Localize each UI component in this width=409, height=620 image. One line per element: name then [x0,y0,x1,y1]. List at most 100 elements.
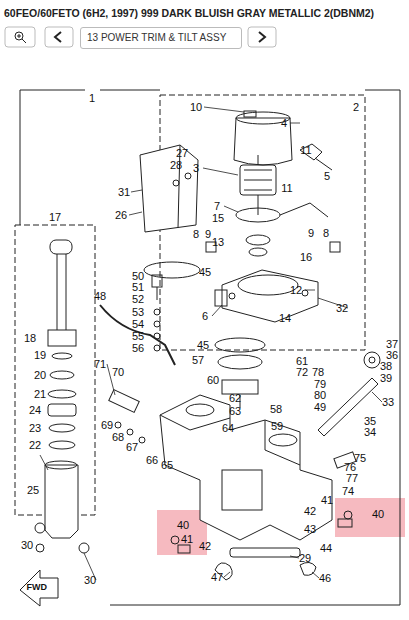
callout-number: 14 [279,313,291,324]
callout-number: 58 [270,404,282,415]
callout-number: 71 [94,359,106,370]
page-title: 60FEO/60FETO (6H2, 1997) 999 DARK BLUISH… [4,7,374,19]
callout-number: 39 [380,373,392,384]
callout-number: 17 [49,212,61,223]
callout-number: 11 [281,183,292,194]
callout-number: 42 [199,541,211,552]
manifold-body [160,395,332,540]
callout-number: 45 [199,267,211,278]
zoom-button [5,27,35,47]
callout-number: 41 [321,495,333,506]
callout-number: 46 [319,573,331,584]
callout-number: 64 [222,423,234,434]
highlight [335,498,405,537]
frame [20,90,85,100]
callout-number: 23 [29,423,41,434]
callout-number: 41 [181,534,193,545]
callout-number: 29 [299,553,311,564]
callout-number: 79 [314,379,326,390]
callout-number: 24 [29,405,41,416]
callout-number: 62 [229,393,241,404]
callout-number: 30 [84,575,96,586]
callout-number: 26 [115,210,127,221]
callout-number: 77 [346,473,358,484]
callout-number: 32 [336,303,348,314]
callout-number: 2 [353,102,359,113]
zoom-icon [15,32,23,40]
callout-number: 12 [290,285,302,296]
callout-number: 27 [176,148,188,159]
callout-number: 66 [146,455,158,466]
callout-number: 76 [344,462,356,473]
callout-number: 42 [304,506,316,517]
callout-number: 4 [281,118,287,129]
callout-number: 8 [193,229,199,240]
callout-number: 63 [229,406,241,417]
callout-number: 37 [386,339,398,350]
callout-number: 18 [24,333,36,344]
callout-number: 50 [132,271,144,282]
callout-number: 55 [132,331,144,342]
callout-number: 3 [193,163,199,174]
callout-number: 38 [380,361,392,372]
callout-number: 48 [94,291,106,302]
tilt-shaft [230,548,300,557]
callout-number: 9 [308,228,314,239]
callout-number: 1 [89,93,95,104]
callout-number: 22 [29,440,41,451]
callout-number: 67 [126,442,138,453]
callout-number: 60 [207,375,219,386]
callout-number: 10 [190,102,202,113]
callout-number: 69 [101,420,113,431]
callout-number: 36 [386,350,398,361]
callout-number: 47 [211,572,223,583]
callout-number: 28 [170,160,182,171]
callout-number: 16 [300,252,312,263]
motor [234,118,292,165]
callout-number: 68 [112,432,124,443]
pump-body [222,270,318,322]
pipe [100,305,175,365]
direction-label: FWD [26,583,47,592]
trim-cylinder [45,465,78,538]
callout-number: 72 [296,367,308,378]
callout-number: 59 [271,421,283,432]
callout-number: 51 [132,282,144,293]
callout-number: 61 [296,356,308,367]
fwd-arrow [20,570,58,606]
callout-number: 54 [132,319,144,330]
callout-number: 21 [34,389,46,400]
callout-number: 45 [197,340,209,351]
callout-number: 5 [324,171,330,182]
callout-number: 13 [212,237,224,248]
callout-number: 53 [132,307,144,318]
callout-number: 20 [34,370,46,381]
leader-lines [40,107,382,580]
callout-number: 40 [372,509,384,520]
callout-number: 8 [323,228,329,239]
callout-number: 25 [27,485,39,496]
brush-holder [236,208,280,222]
armature [240,165,276,195]
callout-number: 78 [312,367,324,378]
reservoir [140,145,198,232]
callout-number: 70 [112,367,124,378]
callout-number: 44 [320,543,332,554]
callout-number: 35 [364,416,376,427]
callout-number: 31 [118,187,130,198]
callout-number: 6 [202,311,208,322]
callout-number: 9 [205,229,211,240]
callout-number: 49 [314,402,326,413]
callout-number: 80 [314,390,326,401]
callout-number: 15 [212,213,224,224]
callout-number: 7 [214,201,220,212]
trim-rod-eye [50,240,72,254]
callout-number: 40 [177,520,189,531]
callout-number: 11 [300,145,311,156]
prev-button [45,27,73,47]
callout-number: 30 [21,540,33,551]
callout-number: 43 [304,524,316,535]
callout-number: 74 [342,486,354,497]
section-name: 13 POWER TRIM & TILT ASSY [87,32,226,43]
next-button [248,27,276,47]
